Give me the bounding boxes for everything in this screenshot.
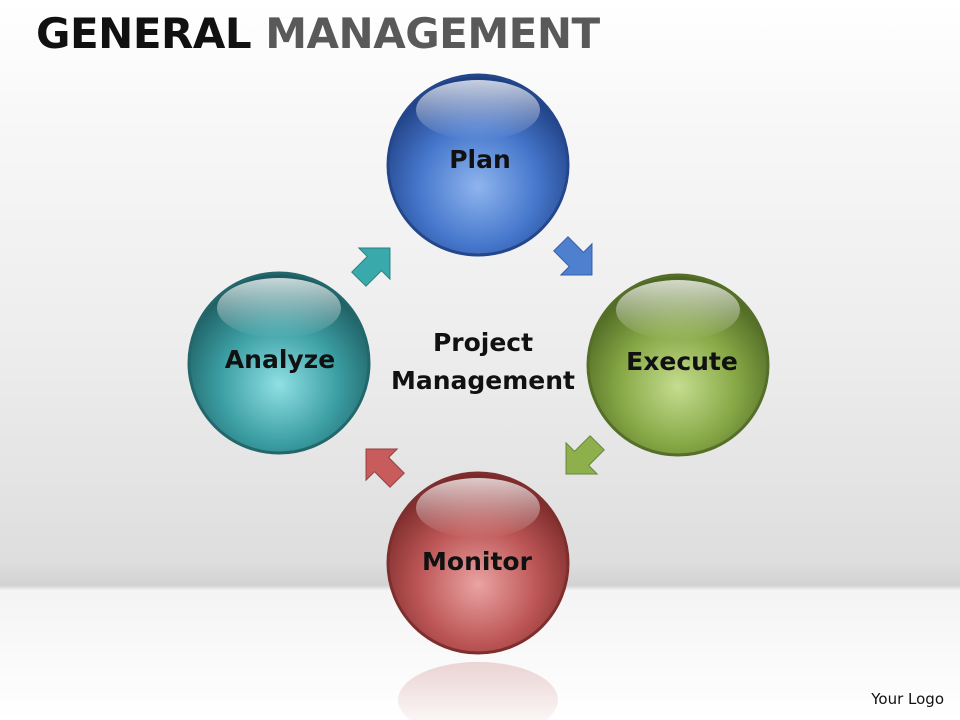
execute-label: Execute xyxy=(626,347,738,376)
arrow-monitor-to-analyze-shape xyxy=(365,448,405,488)
title-part-general: GENERAL xyxy=(36,9,252,58)
arrow-analyze-to-plan-shape xyxy=(351,247,391,287)
title-part-management: MANAGEMENT xyxy=(265,9,600,58)
monitor-gloss xyxy=(416,478,540,538)
plan-label: Plan xyxy=(449,145,511,174)
arrow-monitor-to-analyze xyxy=(365,448,405,488)
page-title: GENERAL MANAGEMENT xyxy=(36,8,600,60)
arrow-execute-to-monitor xyxy=(565,435,605,475)
analyze-gloss xyxy=(217,278,341,338)
center-label-line1: Project xyxy=(433,328,533,357)
node-analyze: Analyze xyxy=(187,271,371,455)
plan-gloss xyxy=(416,80,540,140)
arrow-plan-to-execute xyxy=(553,236,593,276)
node-execute: Execute xyxy=(586,273,770,457)
center-label-line2: Management xyxy=(391,366,575,395)
monitor-label: Monitor xyxy=(422,547,533,576)
arrow-plan-to-execute-shape xyxy=(553,236,593,276)
arrow-execute-to-monitor-shape xyxy=(565,435,605,475)
arrow-analyze-to-plan xyxy=(351,247,391,287)
monitor-reflection xyxy=(398,662,558,720)
node-monitor: Monitor xyxy=(386,471,570,655)
execute-gloss xyxy=(616,280,740,340)
analyze-label: Analyze xyxy=(225,345,335,374)
node-plan: Plan xyxy=(386,73,570,257)
logo-placeholder: Your Logo xyxy=(871,690,944,708)
